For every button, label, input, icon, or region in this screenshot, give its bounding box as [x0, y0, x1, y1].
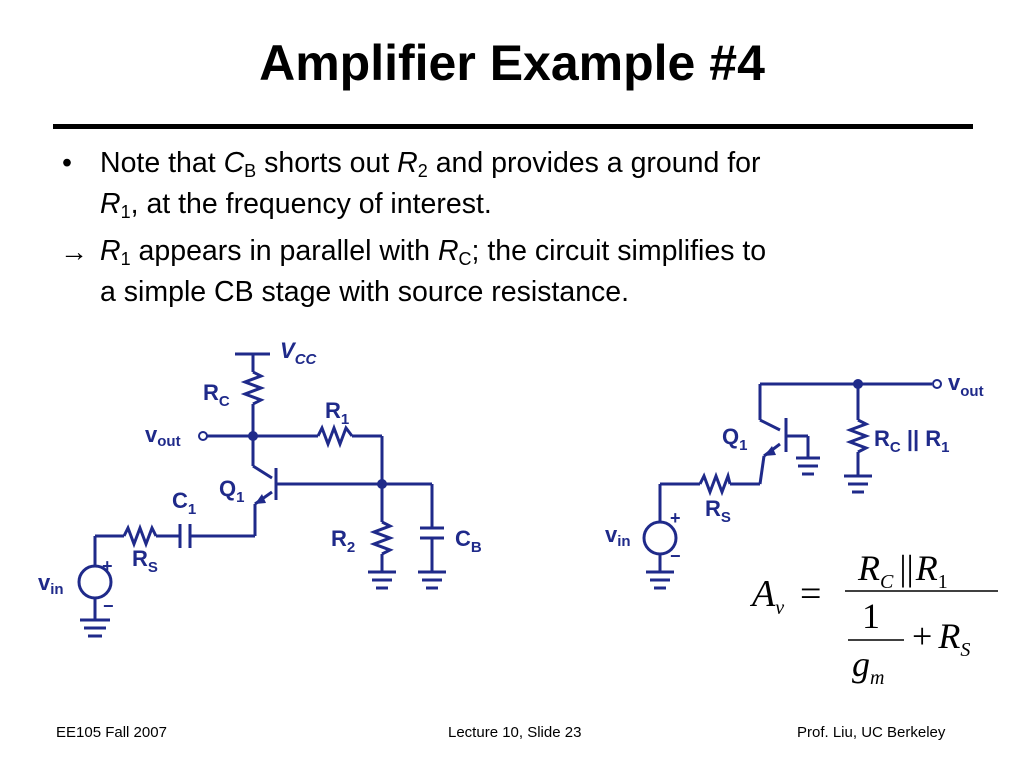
slide-title: Amplifier Example #4 [259, 35, 765, 91]
vcc-label: V [280, 338, 297, 363]
vout-subscript: out [157, 433, 180, 450]
vin-label-right: v [605, 522, 618, 547]
rs-symbol: R [937, 616, 960, 656]
rs-label: R [132, 546, 148, 571]
bullet-list: • Note that CB shorts out R2 and provide… [60, 143, 980, 319]
r1-subscript: 1 [341, 411, 349, 428]
svg-text:RC||R1: RC||R1 [857, 548, 948, 593]
bullet-text: ; the circuit simplifies to [471, 235, 767, 267]
bullet-text: a simple CB stage with source resistance… [100, 276, 630, 308]
svg-text:Q1: Q1 [722, 424, 747, 454]
svg-text:RS: RS [705, 496, 731, 526]
svg-text:C1: C1 [172, 488, 196, 518]
r2-subscript: 2 [347, 539, 355, 556]
symbol-r: R [100, 235, 121, 267]
parallel-symbol: || [899, 548, 913, 588]
c1-subscript: 1 [188, 501, 196, 518]
svg-text:R2: R2 [331, 526, 355, 556]
svg-text:gm: gm [852, 644, 884, 689]
bullet-dot: • [62, 147, 72, 179]
rs-subscript: S [721, 509, 731, 526]
title-underline [53, 124, 973, 129]
bullet-text: and provides a ground for [427, 147, 761, 179]
plus-sign: + [670, 508, 681, 528]
numerator-r1: R [915, 548, 938, 588]
footer-author: Prof. Liu, UC Berkeley [797, 724, 946, 741]
vout-label-right: v [948, 370, 961, 395]
c1-label: C [172, 488, 188, 513]
plus-symbol: + [912, 616, 932, 656]
vin-subscript: in [50, 581, 63, 598]
bullet-item-1: • Note that CB shorts out R2 and provide… [60, 143, 980, 225]
gm-subscript: m [870, 667, 884, 689]
r1-label: R [325, 398, 341, 423]
minus-sign: − [670, 546, 681, 566]
gm-symbol: g [852, 644, 870, 684]
parallel-r1: || R [901, 426, 942, 451]
cb-subscript: B [471, 539, 482, 556]
subscript: 2 [417, 161, 428, 181]
svg-text:CB: CB [455, 526, 482, 556]
svg-text:vout: vout [948, 370, 984, 400]
num-subscript-1: 1 [938, 571, 948, 593]
svg-text:RS: RS [132, 546, 158, 576]
symbol-r: R [437, 235, 459, 267]
rc-r1-label: R [874, 426, 890, 451]
svg-text:R1: R1 [325, 398, 349, 428]
rs-label-right: R [705, 496, 721, 521]
bullet-text: shorts out [256, 147, 398, 179]
svg-text:RC: RC [203, 380, 230, 410]
q1-label-right: Q [722, 424, 739, 449]
footer-lecture: Lecture 10, Slide 23 [448, 724, 582, 741]
symbol-c: C [223, 147, 245, 179]
rc-subscript: C [890, 439, 901, 456]
vin-label: v [38, 570, 51, 595]
r2-label: R [331, 526, 347, 551]
footer-course: EE105 Fall 2007 [56, 724, 167, 741]
vcc-subscript: CC [295, 351, 318, 368]
rs-subscript: S [148, 559, 158, 576]
q1-label: Q [219, 476, 236, 501]
rc-label: R [203, 380, 219, 405]
bullet-text: Note that [100, 147, 224, 179]
svg-text:+RS: +RS [912, 616, 970, 661]
subscript: 1 [120, 202, 131, 222]
bullet-item-2: → R1 appears in parallel with RC; the ci… [60, 231, 980, 313]
subscript: C [458, 249, 472, 269]
vin-subscript: in [617, 533, 630, 550]
denominator-one: 1 [862, 596, 880, 636]
svg-text:vout: vout [145, 422, 181, 450]
q1-subscript: 1 [236, 489, 244, 506]
numerator-rc: R [857, 548, 880, 588]
svg-text:VCC: VCC [280, 338, 318, 368]
svg-text:Av: Av [749, 573, 784, 619]
gain-symbol: A [749, 573, 776, 615]
plus-sign: + [102, 556, 113, 576]
gain-subscript: v [775, 597, 784, 619]
arrow-icon: → [60, 236, 88, 267]
rc-subscript: C [219, 393, 230, 410]
svg-text:vin: vin [38, 570, 64, 598]
rs-subscript: S [960, 639, 970, 661]
minus-sign: − [103, 596, 114, 616]
bullet-text: appears in parallel with [130, 235, 438, 267]
vout-subscript: out [960, 383, 983, 400]
equals-sign: = [800, 573, 821, 615]
vout-label: v [145, 422, 158, 447]
svg-text:RC || R1: RC || R1 [874, 426, 950, 456]
num-subscript-c: C [880, 571, 894, 593]
svg-text:vin: vin [605, 522, 631, 550]
cb-label: C [455, 526, 471, 551]
subscript: 1 [120, 249, 131, 269]
bullet-text: , at the frequency of interest. [130, 188, 492, 220]
svg-text:Q1: Q1 [219, 476, 244, 506]
symbol-r: R [397, 147, 418, 179]
symbol-r: R [100, 188, 121, 220]
r1-subscript: 1 [941, 439, 949, 456]
q1-subscript: 1 [739, 437, 747, 454]
subscript: B [244, 161, 257, 181]
